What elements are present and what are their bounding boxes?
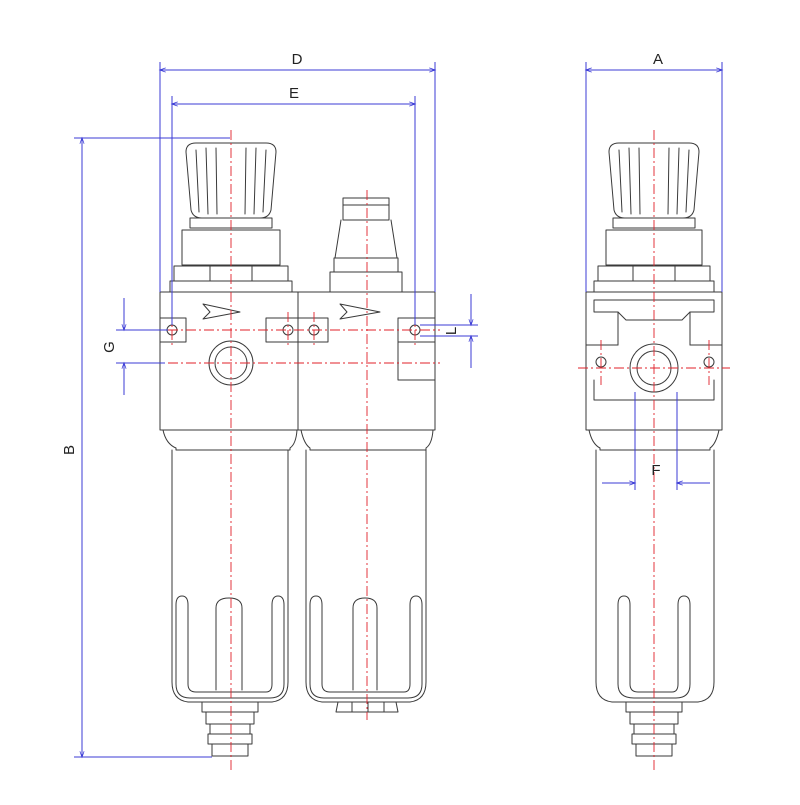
dimension-label-g: G <box>101 341 118 353</box>
dimension-label-l: L <box>443 327 460 335</box>
dimension-label-d: D <box>292 51 303 68</box>
lubricator-unit-front <box>297 197 436 713</box>
dimension-label-e: E <box>289 85 299 102</box>
dimension-f: F <box>602 392 710 490</box>
dimension-label-f: F <box>651 462 660 479</box>
regulator-unit-front <box>159 142 299 757</box>
lubricator-bowl <box>300 429 434 703</box>
dimension-a: A <box>584 51 724 292</box>
dimension-g: G <box>101 298 168 395</box>
lubricator-body <box>297 291 436 431</box>
filter-bowl <box>162 429 298 703</box>
drain-fitting <box>201 701 259 757</box>
regulator-body <box>159 291 299 431</box>
dimensions: D E A B G L <box>61 51 724 759</box>
side-hole-axes <box>600 340 710 385</box>
dimension-d: D <box>158 51 437 292</box>
dimension-label-b: B <box>61 445 78 455</box>
center-lines <box>150 130 730 770</box>
dimension-b: B <box>61 136 230 759</box>
dimension-label-a: A <box>653 51 663 68</box>
lubricator-fill-plug <box>329 197 403 293</box>
dimension-l: L <box>420 294 478 368</box>
hole-axes-front <box>171 312 416 348</box>
dimension-e: E <box>170 85 417 325</box>
